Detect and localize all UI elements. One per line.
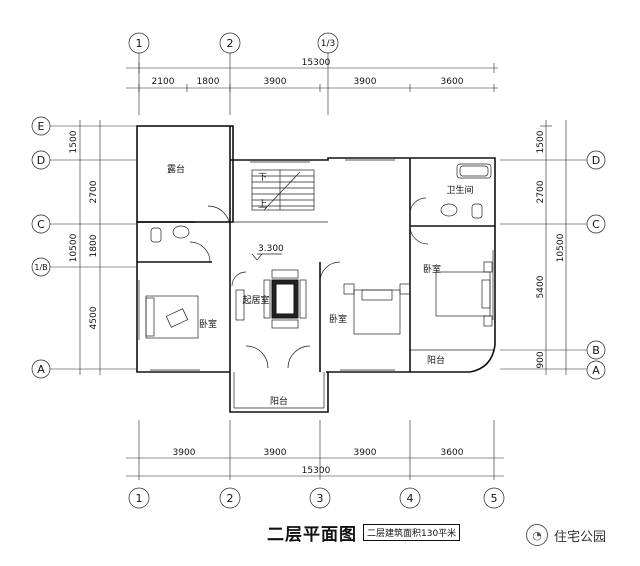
svg-text:1/B: 1/B xyxy=(34,263,47,272)
room-label-balcony: 阳台 xyxy=(270,395,288,407)
axis-top-1-3: 1/3 xyxy=(317,32,339,115)
svg-text:1500: 1500 xyxy=(536,130,546,153)
bed-left xyxy=(145,295,199,339)
room-label-bedroom-left: 卧室 xyxy=(199,318,217,330)
svg-text:4: 4 xyxy=(407,492,414,505)
elevation-marker: 3.300 xyxy=(251,244,284,261)
svg-text:2700: 2700 xyxy=(89,180,99,203)
right-axis-labels: D C B A xyxy=(500,150,606,380)
svg-text:3900: 3900 xyxy=(354,77,377,87)
svg-text:900: 900 xyxy=(536,351,546,368)
watermark: ◔ 住宅公园 xyxy=(526,523,606,547)
room-label-living: 起居室 xyxy=(242,294,269,306)
axis-top-1: 1 xyxy=(128,32,150,115)
right-dimensions: 1500 2700 5400 900 10500 xyxy=(536,120,567,375)
plan-title: 二层平面图 xyxy=(267,524,357,545)
top-segment-dimensions: 2100 1800 3900 3900 3600 xyxy=(126,77,498,92)
room-label-bedroom-right: 卧室 xyxy=(423,263,441,275)
living-furniture xyxy=(235,269,307,329)
svg-text:3900: 3900 xyxy=(264,77,287,87)
door-swings xyxy=(189,197,429,369)
elevation-label: 3.300 xyxy=(258,244,284,254)
svg-text:3600: 3600 xyxy=(441,448,464,458)
svg-text:3900: 3900 xyxy=(264,448,287,458)
bottom-segment-dimensions: 3900 3900 3900 3600 xyxy=(126,448,504,459)
left-axis-labels: E D C 1/B A xyxy=(31,116,136,379)
room-label-bedroom-center: 卧室 xyxy=(329,313,347,325)
svg-text:2700: 2700 xyxy=(536,180,546,203)
room-label-side-balcony: 阳台 xyxy=(427,354,445,366)
svg-text:3900: 3900 xyxy=(173,448,196,458)
svg-text:1: 1 xyxy=(136,492,143,505)
svg-text:3900: 3900 xyxy=(354,448,377,458)
svg-text:2: 2 xyxy=(227,492,234,505)
svg-text:A: A xyxy=(37,363,45,376)
top-total-dimension: 15300 xyxy=(126,58,498,73)
plan-caption: 二层平面图 二层建筑面积130平米 xyxy=(267,521,461,545)
staircase: 下 上 xyxy=(251,169,315,211)
svg-text:1800: 1800 xyxy=(89,234,99,257)
bottom-axis-labels: 1 2 3 4 5 xyxy=(128,487,505,509)
svg-text:5: 5 xyxy=(491,492,498,505)
bathroom-fixtures xyxy=(150,163,492,243)
svg-text:1800: 1800 xyxy=(197,77,220,87)
svg-text:10500: 10500 xyxy=(69,233,79,262)
room-label-bath: 卫生间 xyxy=(446,184,473,196)
svg-text:2100: 2100 xyxy=(152,77,175,87)
building-walls xyxy=(136,125,496,413)
svg-text:5400: 5400 xyxy=(536,275,546,298)
svg-text:1500: 1500 xyxy=(69,130,79,153)
wechat-icon: ◔ xyxy=(526,524,548,546)
plan-area-badge: 二层建筑面积130平米 xyxy=(363,523,461,541)
axis-top-2: 2 xyxy=(219,32,241,115)
svg-text:1: 1 xyxy=(136,37,143,50)
svg-text:A: A xyxy=(592,364,600,377)
stair-up-label: 上 xyxy=(258,199,267,210)
svg-text:D: D xyxy=(592,154,600,167)
bed-right xyxy=(435,261,493,327)
svg-text:C: C xyxy=(592,218,600,231)
svg-text:15300: 15300 xyxy=(302,58,331,68)
svg-text:3: 3 xyxy=(317,492,324,505)
svg-text:4500: 4500 xyxy=(89,306,99,329)
svg-text:10500: 10500 xyxy=(556,233,566,262)
room-label-terrace: 露台 xyxy=(167,163,185,175)
svg-text:D: D xyxy=(37,154,45,167)
svg-text:3600: 3600 xyxy=(441,77,464,87)
watermark-text: 住宅公园 xyxy=(554,529,607,545)
left-dimensions: 1500 2700 1800 4500 10500 xyxy=(69,120,101,375)
svg-text:2: 2 xyxy=(227,37,234,50)
stair-down-label: 下 xyxy=(258,173,267,183)
svg-text:1/3: 1/3 xyxy=(321,39,335,49)
bottom-dimension-extensions xyxy=(138,420,495,480)
bottom-total-dimension: 15300 xyxy=(126,466,504,477)
svg-text:E: E xyxy=(38,120,45,133)
svg-text:B: B xyxy=(592,344,600,357)
svg-text:15300: 15300 xyxy=(302,466,331,476)
bed-center xyxy=(343,283,411,335)
svg-text:C: C xyxy=(37,218,45,231)
